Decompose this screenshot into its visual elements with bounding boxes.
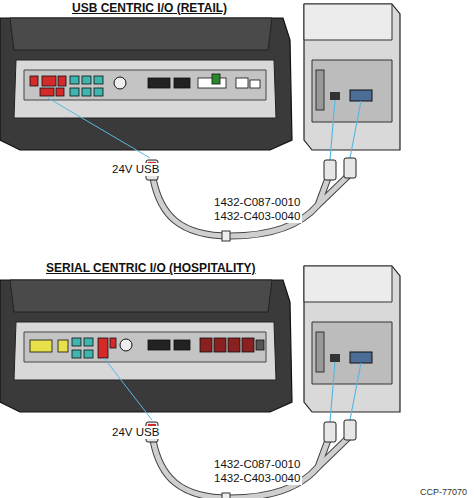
- io-port: [200, 338, 212, 352]
- io-port: [148, 78, 170, 88]
- power-button: [120, 339, 132, 351]
- io-port: [84, 338, 93, 346]
- io-port: [94, 76, 103, 84]
- io-port: [98, 338, 108, 358]
- io-port: [242, 338, 254, 352]
- io-port: [58, 76, 66, 86]
- io-port: [58, 340, 68, 352]
- io-port: [250, 80, 260, 88]
- io-port: [72, 338, 81, 346]
- io-port: [256, 340, 264, 350]
- printer-cable: [153, 438, 348, 498]
- io-panel: [14, 60, 276, 118]
- io-port: [214, 338, 226, 352]
- cable-connector: [324, 422, 336, 442]
- io-port: [30, 76, 38, 86]
- cable-connector: [324, 160, 336, 180]
- io-port: [72, 350, 81, 358]
- part-label: 24V USB: [110, 426, 161, 439]
- io-port: [40, 88, 54, 96]
- io-port: [56, 88, 64, 96]
- io-port: [70, 88, 79, 96]
- part-label: 1432-C087-0010: [212, 196, 302, 209]
- io-port: [42, 76, 56, 86]
- part-label: 24V USB: [110, 163, 161, 176]
- io-port: [82, 88, 91, 96]
- printer-body: [304, 4, 400, 150]
- part-label: 1432-C403-0040: [212, 210, 302, 223]
- io-port: [212, 74, 220, 84]
- io-panel: [14, 322, 276, 380]
- part-label: 1432-C087-0010: [212, 458, 302, 471]
- terminal-housing: [0, 280, 292, 412]
- io-port: [148, 340, 170, 350]
- power-button: [114, 77, 126, 89]
- io-port: [228, 338, 240, 352]
- part-label: 1432-C403-0040: [212, 472, 302, 485]
- io-port: [84, 350, 93, 358]
- terminal-housing: [0, 18, 292, 150]
- terminal-printer-panel: [0, 266, 400, 498]
- figure-code: CCP-77070: [420, 487, 467, 497]
- io-port: [94, 88, 103, 96]
- terminal-printer-panel: [0, 4, 400, 241]
- io-port: [174, 78, 190, 88]
- printer-body: [304, 266, 400, 412]
- io-port: [174, 340, 190, 350]
- io-port: [82, 76, 91, 84]
- cable-connector: [344, 158, 356, 178]
- cable-connector: [344, 420, 356, 440]
- printer-cable: [153, 176, 348, 236]
- section-heading: SERIAL CENTRIC I/O (HOSPITALITY): [46, 262, 256, 276]
- io-port: [70, 76, 79, 84]
- section-heading: USB CENTRIC I/O (RETAIL): [72, 2, 227, 16]
- io-port: [110, 338, 116, 348]
- io-port: [236, 78, 248, 88]
- io-port: [30, 340, 52, 352]
